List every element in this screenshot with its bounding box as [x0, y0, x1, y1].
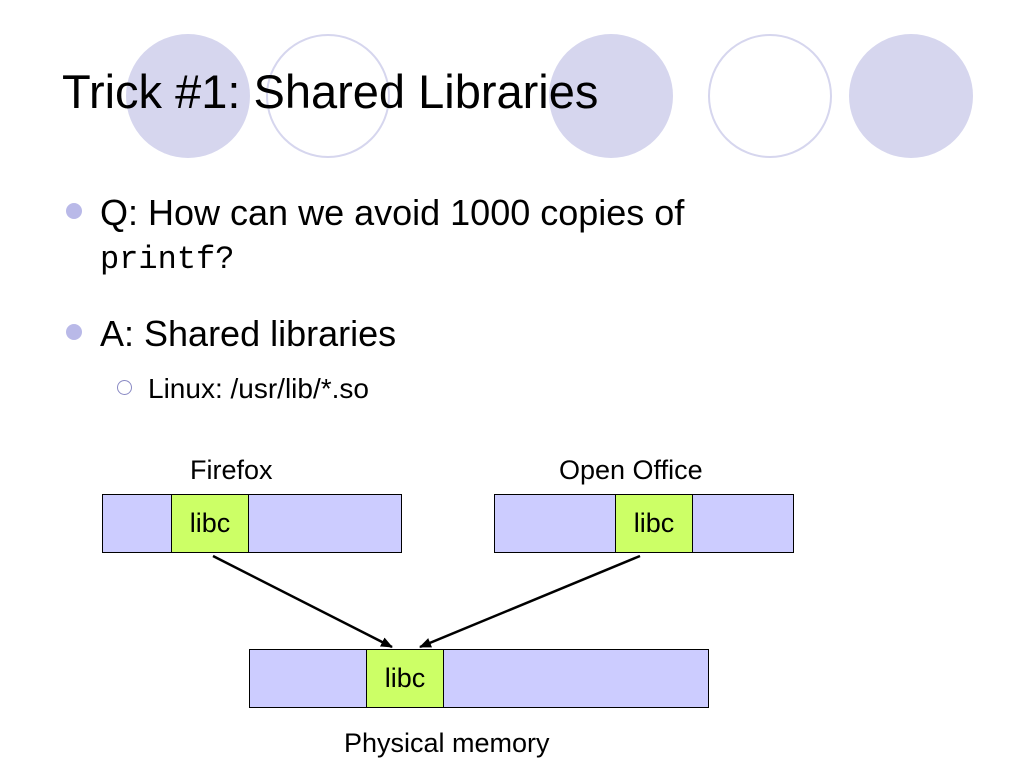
- sub-bullet-text: Linux: /usr/lib/*.so: [148, 373, 369, 404]
- decor-ring: [266, 34, 390, 158]
- firefox-arrow: [212, 554, 393, 649]
- decor-circle: [549, 34, 673, 158]
- firefox-libc-segment: libc: [171, 493, 249, 553]
- decor-ring: [708, 34, 832, 158]
- firefox-label: Firefox: [190, 455, 273, 485]
- decor-circle: [849, 34, 973, 158]
- bullet-question-text: Q: How can we avoid 1000 copies of: [100, 192, 685, 233]
- firefox-address-space: libc: [102, 493, 402, 553]
- bullet-dot: [66, 324, 82, 340]
- slide-title: Trick #1: Shared Libraries: [62, 65, 599, 118]
- openoffice-label: Open Office: [559, 455, 703, 485]
- openoffice-arrow: [419, 554, 641, 649]
- sub-bullet-ring: [117, 380, 132, 395]
- bullet-dot: [66, 203, 82, 219]
- openoffice-libc-segment: libc: [615, 493, 693, 553]
- decor-circle: [126, 34, 250, 158]
- bullet-question: Q: How can we avoid 1000 copies of print…: [100, 189, 684, 283]
- bullet-answer: A: Shared libraries: [100, 313, 397, 354]
- physical-libc-segment: libc: [366, 648, 444, 708]
- physical-memory-bar: libc: [249, 648, 709, 708]
- physical-memory-label: Physical memory: [344, 728, 550, 758]
- openoffice-address-space: libc: [494, 493, 794, 553]
- bullet-question-code: printf?: [100, 241, 235, 278]
